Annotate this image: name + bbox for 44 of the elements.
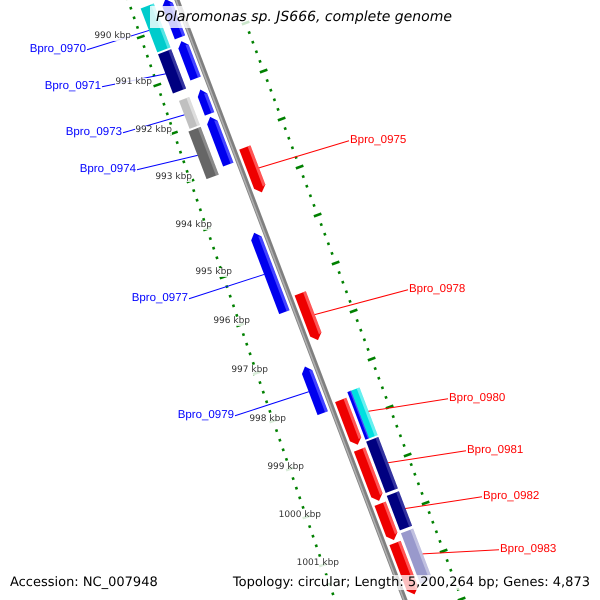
gene-segment	[251, 232, 290, 314]
leader-line	[388, 450, 466, 464]
gene-label: Bpro_0981	[467, 445, 524, 456]
gene-segment	[302, 366, 328, 416]
gene-label: Bpro_0975	[350, 135, 406, 146]
scale-label: 999 kbp	[267, 463, 304, 472]
scale-label: 993 kbp	[155, 173, 192, 182]
scale-label: 990 kbp	[94, 32, 131, 41]
scale-label: 997 kbp	[231, 366, 268, 375]
gene-segment	[294, 291, 322, 340]
accession-text: Accession: NC_007948	[8, 575, 160, 590]
gene-label: Bpro_0983	[500, 544, 556, 556]
scale-label: 992 kbp	[135, 126, 172, 135]
gene-label: Bpro_0973	[66, 127, 122, 138]
gene-segment	[386, 491, 412, 530]
leader-line	[422, 549, 500, 554]
gene-segment	[178, 96, 200, 129]
leader-line	[234, 391, 310, 416]
leader-line	[404, 496, 482, 509]
gene-label: Bpro_0970	[30, 44, 86, 56]
gene-segment	[351, 387, 378, 438]
scale-label: 996 kbp	[213, 317, 250, 326]
leader-line	[314, 289, 408, 316]
scale-label: 994 kbp	[175, 221, 212, 230]
scale-label: 995 kbp	[195, 268, 232, 277]
leader-line	[258, 140, 350, 168]
scale-label: 998 kbp	[249, 415, 286, 424]
gene-label: Bpro_0971	[44, 81, 101, 92]
gene-label: Bpro_0979	[178, 410, 234, 422]
gene-label: Bpro_0982	[483, 491, 540, 502]
gene-label: Bpro_0980	[449, 393, 506, 404]
gene-segment	[366, 437, 398, 494]
scale-label: 1001 kbp	[296, 559, 339, 568]
gene-label: Bpro_0977	[132, 293, 188, 304]
scale-label: 1000 kbp	[278, 511, 321, 520]
leader-line	[188, 274, 265, 300]
gene-label: Bpro_0974	[80, 164, 136, 176]
leader-line	[368, 398, 448, 412]
scale-label: 991 kbp	[115, 78, 152, 87]
gene-label: Bpro_0978	[409, 284, 466, 296]
leader-line	[136, 154, 198, 170]
gene-segment	[239, 145, 266, 192]
gene-segment	[158, 49, 186, 94]
genome-summary: Topology: circular; Length: 5,200,264 bp; Genes: 4,873	[230, 575, 592, 590]
